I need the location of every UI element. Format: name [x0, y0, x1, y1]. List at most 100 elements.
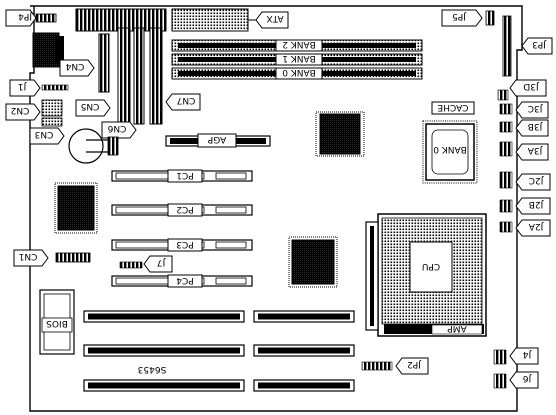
pc3-label-box: PC3: [167, 238, 203, 252]
cpu-socket: CPU AMP: [365, 213, 487, 337]
pc1-label-box: PC1: [167, 169, 203, 183]
j1-callout: J1: [9, 79, 41, 97]
cn2-label: CN2: [11, 105, 30, 115]
northbridge-chip: [315, 111, 365, 157]
cn5-callout: CN5: [75, 99, 111, 117]
isa-slot-1-left: [83, 310, 245, 323]
j7-callout: J7: [143, 255, 173, 273]
j3b-callout: J3B: [515, 119, 549, 137]
j6-callout: J6: [509, 371, 539, 389]
bios-label: BIOS: [46, 318, 68, 328]
j1-label: J1: [18, 81, 27, 91]
jp2-header: [361, 361, 393, 371]
j3c-callout: J3C: [515, 101, 549, 119]
pc2-label: PC2: [176, 204, 193, 214]
j2b-label: J2B: [529, 199, 545, 209]
cn7-label: CN7: [177, 95, 196, 105]
cache-bank0-label: BANK 0: [433, 144, 467, 154]
j3c-label: J3C: [528, 103, 544, 113]
j2a-label: J2A: [528, 221, 544, 231]
cn6-callout: CN6: [101, 121, 137, 139]
jp4-label: JP4: [18, 11, 33, 21]
jp3-label: JP3: [532, 39, 547, 49]
j3d-callout: J3D: [509, 79, 547, 97]
cpu-label: CPU: [422, 261, 440, 271]
pc2-label-box: PC2: [167, 203, 203, 217]
pc3-label: PC3: [176, 239, 193, 249]
jp4-callout: JP4: [5, 9, 37, 27]
jp3-header: [502, 15, 512, 77]
cn6b-connector: [133, 27, 145, 125]
cn6-label: CN6: [107, 123, 126, 133]
cache-callout: CACHE: [431, 101, 475, 115]
j3a-jumper: [499, 141, 513, 157]
isa-slot-2-right: [253, 344, 355, 357]
j7-label: J7: [157, 257, 166, 267]
bank1-label: BANK 1: [282, 53, 316, 63]
jp3-callout: JP3: [521, 37, 553, 55]
cn1-callout: CN1: [13, 249, 49, 267]
cn2-connector: [41, 99, 63, 117]
bank0-simm-label: BANK 0: [282, 67, 316, 77]
j4-jumper: [493, 349, 507, 365]
j2c-callout: J2C: [515, 173, 551, 191]
cn3-connector: [41, 117, 63, 127]
pc4-label: PC4: [176, 275, 194, 285]
j6-label: J6: [523, 373, 533, 383]
j3b-label: J3B: [528, 121, 544, 131]
j2c-jumper: [499, 171, 513, 189]
j3c-jumper: [499, 103, 513, 115]
j7-header: [119, 261, 143, 269]
battery: [68, 128, 119, 164]
pc4-label-box: PC4: [167, 274, 203, 288]
cn6-connector: [117, 27, 131, 125]
cache-label: CACHE: [437, 102, 468, 112]
cn4-label: CN4: [65, 61, 84, 71]
cn1-label: CN1: [19, 251, 38, 261]
bank1-label-box: BANK 1: [275, 53, 323, 66]
southbridge-chip: [54, 182, 98, 234]
j3d-label: J3D: [523, 81, 539, 91]
j2b-callout: J2B: [515, 197, 551, 215]
isa-slot-3-left: [83, 379, 245, 392]
jp4-jumper: [35, 13, 57, 23]
pc1-label: PC1: [176, 170, 193, 180]
bank0-label-box: BANK 0: [275, 67, 323, 80]
pci-chip: [288, 236, 338, 288]
jp2-callout: JP2: [395, 357, 429, 375]
jp5-jumper: [485, 10, 495, 26]
ps2-connector-block: [32, 32, 60, 68]
j3d-jumper: [497, 89, 509, 101]
cn5-label: CN5: [81, 101, 100, 111]
cn1-header: [55, 252, 91, 263]
agp-label-box: AGP: [197, 133, 237, 148]
jp5-callout: JP5: [441, 9, 483, 27]
cn3-label: CN3: [35, 129, 54, 139]
agp-label: AGP: [207, 134, 226, 144]
isa-slot-1-right: [253, 310, 355, 323]
isa-slot-3-right: [253, 379, 355, 392]
cn4-callout: CN4: [59, 59, 95, 77]
cn3-callout: CN3: [29, 127, 65, 145]
j6-jumper: [493, 373, 507, 389]
bank2-label-box: BANK 2: [275, 39, 323, 52]
isa-slot-2-left: [83, 344, 245, 357]
cn2-callout: CN2: [5, 103, 41, 121]
ps2-connector-tab: [56, 36, 64, 64]
atx-label: ATX: [266, 13, 283, 23]
jp2-label: JP2: [407, 359, 422, 369]
cn7-callout: CN7: [165, 93, 201, 111]
bios-chip: BIOS: [39, 289, 75, 355]
j2b-jumper: [499, 199, 513, 213]
j2a-callout: J2A: [515, 219, 551, 237]
j3a-label: J3A: [527, 145, 543, 155]
cn7-connector: [149, 27, 163, 125]
atx-callout: ATX: [248, 11, 289, 29]
cn5-connector: [98, 33, 110, 93]
cache-chip: BANK 0: [422, 120, 478, 184]
j1-header: [41, 84, 69, 91]
j2c-label: J2C: [529, 175, 545, 185]
board-silk-text: S6453: [138, 364, 167, 374]
j3b-jumper: [499, 121, 513, 133]
